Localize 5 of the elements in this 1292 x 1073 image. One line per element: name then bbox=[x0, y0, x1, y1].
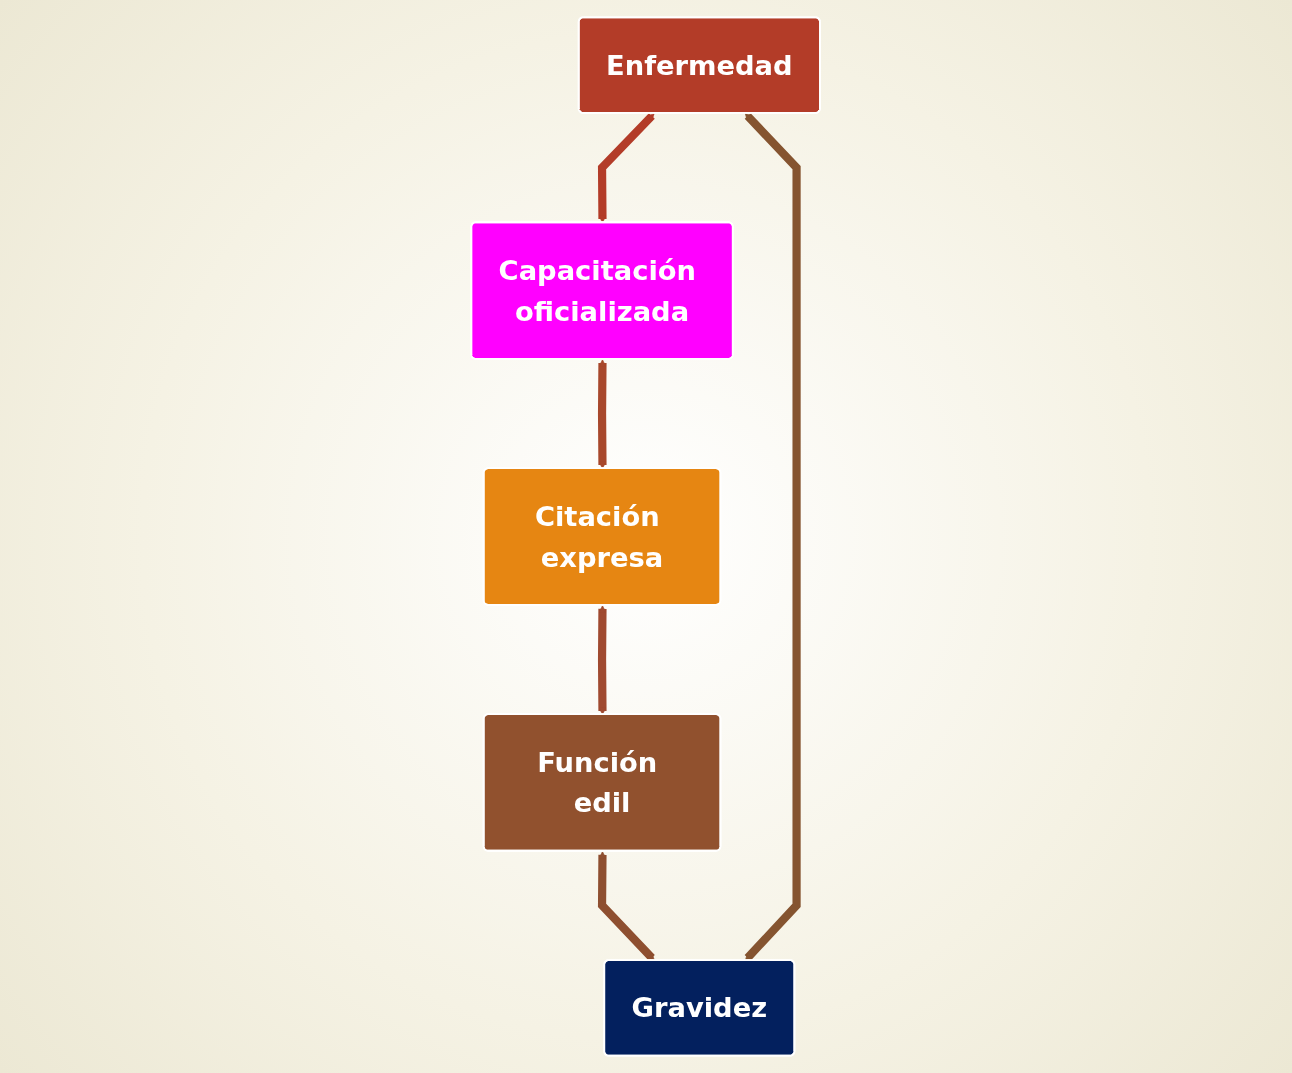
arrow bbox=[598, 113, 656, 224]
arrow bbox=[598, 851, 656, 961]
arrow bbox=[745, 113, 802, 961]
arrow bbox=[598, 605, 607, 715]
arrow bbox=[598, 359, 607, 469]
